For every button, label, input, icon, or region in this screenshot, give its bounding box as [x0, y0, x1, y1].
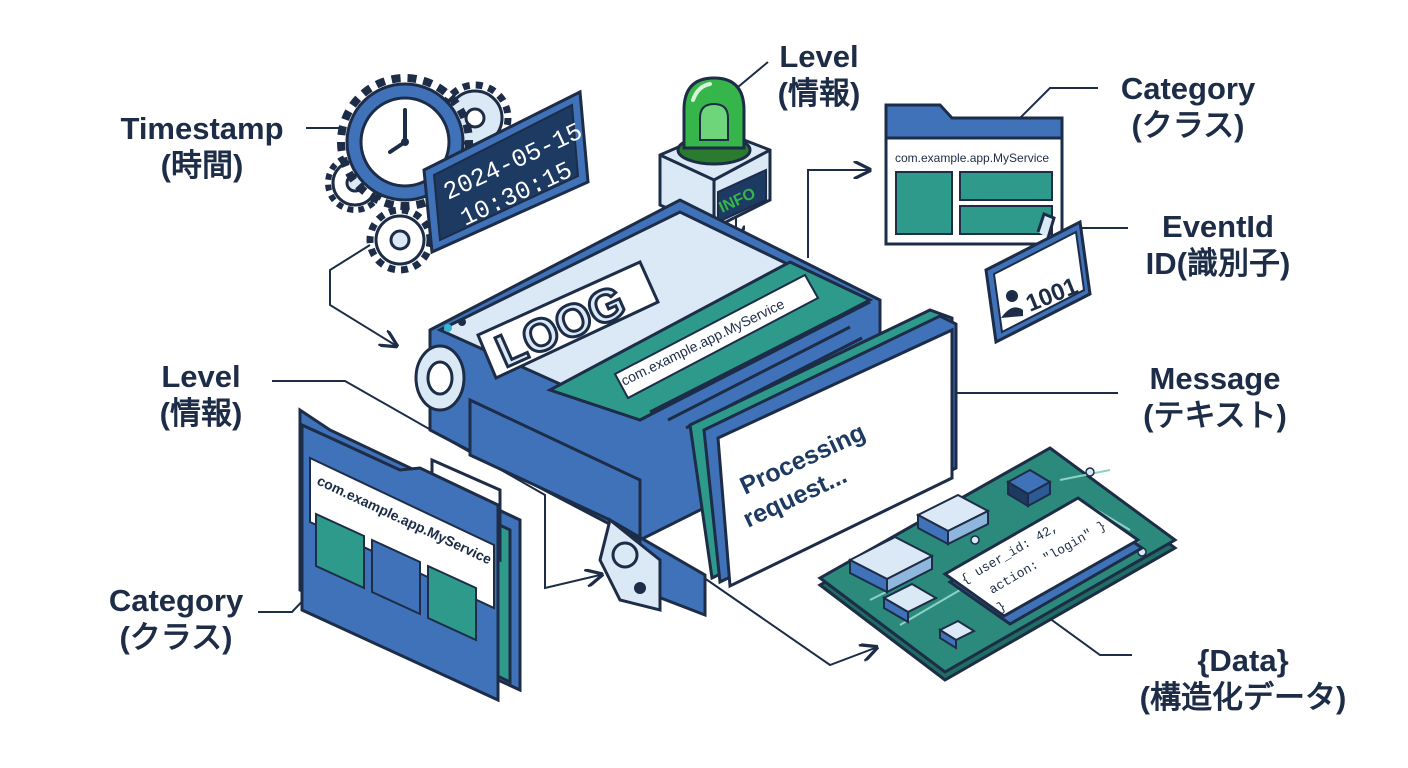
category-card-class-name: com.example.app.MyService — [895, 151, 1049, 165]
timestamp-cluster: 2024-05-15 10:30:15 — [325, 74, 590, 274]
category-folder: com.example.app.MyService — [298, 407, 522, 703]
label-data: {Data} (構造化データ) — [1139, 643, 1347, 715]
label-message: Message (テキスト) — [1143, 361, 1287, 433]
label-category-top: Category (クラス) — [1120, 71, 1256, 143]
chip-icon — [1005, 468, 1053, 508]
label-level-left: Level (情報) — [159, 359, 243, 431]
timestamp-to-device-arrow — [329, 244, 395, 345]
device-to-category-arrow — [807, 170, 868, 258]
label-category-left: Category (クラス) — [108, 583, 244, 655]
category-card: com.example.app.MyService — [884, 103, 1064, 246]
label-eventid: EventId ID(識別子) — [1145, 209, 1291, 281]
log-device: LOOG com.example.app.MyService Processin… — [414, 198, 958, 618]
clock-icon — [337, 74, 473, 210]
chip-icon — [937, 619, 977, 650]
device-to-data-arrow — [699, 574, 875, 667]
data-leader — [1037, 609, 1132, 656]
level-left-arrow — [272, 380, 600, 590]
user-icon — [1001, 290, 1023, 318]
chip-icon — [881, 582, 939, 624]
label-timestamp: Timestamp (時間) — [120, 111, 284, 183]
label-level-top: Level (情報) — [777, 39, 861, 111]
category-top-leader — [1007, 87, 1098, 131]
chip-icon — [915, 493, 991, 546]
data-board: { user_id: 42, action: "login" } } — [817, 446, 1178, 682]
connector-lines — [258, 61, 1132, 667]
chip-icon — [847, 535, 935, 594]
gear-icon — [366, 206, 434, 274]
id-badge: 1001 — [984, 212, 1092, 345]
